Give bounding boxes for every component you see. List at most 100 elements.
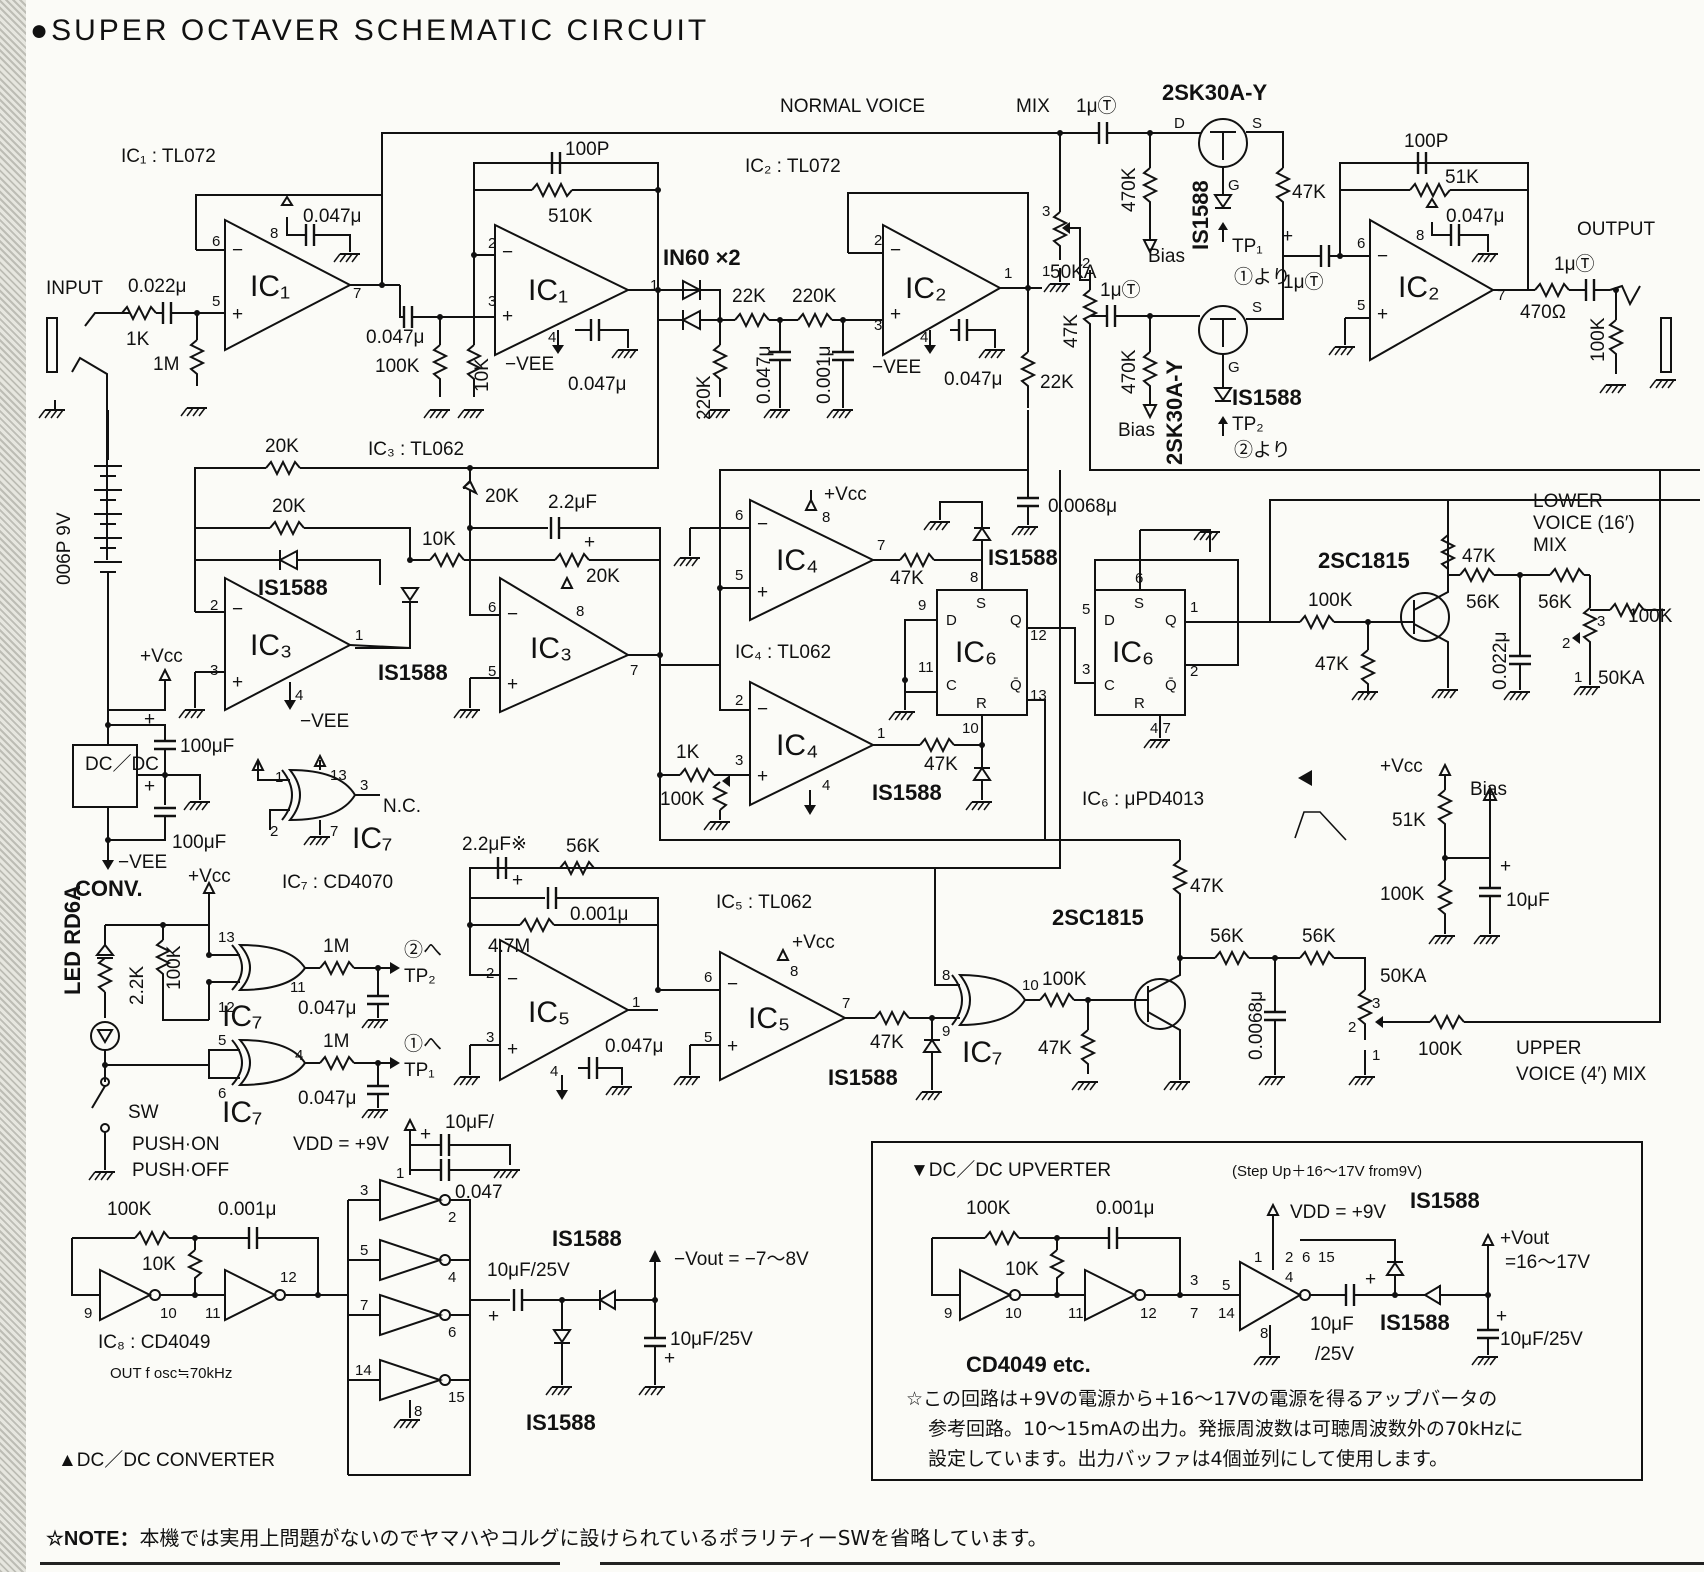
value-label: 20K xyxy=(265,436,299,457)
svg-text:8: 8 xyxy=(270,225,278,242)
svg-text:8: 8 xyxy=(942,967,950,984)
svg-text:7: 7 xyxy=(353,285,361,302)
value-label: −Vout = −7～8V xyxy=(674,1249,809,1270)
ic-block-label: IC₆ xyxy=(1112,636,1154,669)
divider xyxy=(40,1562,560,1565)
value-label: 47K xyxy=(1315,654,1349,675)
switch-off-label[interactable]: PUSH·OFF xyxy=(132,1160,229,1181)
normal-voice-label: NORMAL VOICE xyxy=(780,96,925,117)
value-label: 1μⓉ xyxy=(1554,253,1595,275)
tp2-label: TP₂ xyxy=(404,966,436,987)
svg-text:7: 7 xyxy=(330,823,338,840)
ic-block-label: IC₁ xyxy=(250,270,290,303)
svg-text:12: 12 xyxy=(1140,1305,1157,1322)
conv-label: CONV. xyxy=(75,876,143,901)
svg-text:+: + xyxy=(507,1039,518,1060)
value-label: 0.047μ xyxy=(298,998,357,1019)
svg-text:7: 7 xyxy=(360,1297,368,1314)
svg-text:7: 7 xyxy=(1190,1305,1198,1322)
svg-text:−: − xyxy=(232,240,243,261)
value-label: 100K xyxy=(1042,969,1087,990)
value-label: +Vcc xyxy=(824,484,867,505)
ic5-label: IC₅ : TL062 xyxy=(716,892,812,913)
footnote: ☆NOTE：本機では実用上問題がないのでヤマハやコルグに設けられているポラリティ… xyxy=(46,1522,1048,1551)
svg-text:+: + xyxy=(757,582,768,603)
value-label: 0.0068μ xyxy=(1048,496,1117,517)
value-label: +Vcc xyxy=(140,646,183,667)
value-label: 47K xyxy=(1190,876,1224,897)
value-label: 0.047μ xyxy=(298,1088,357,1109)
svg-text:3: 3 xyxy=(1082,661,1090,678)
svg-text:1: 1 xyxy=(1004,265,1012,282)
svg-text:6: 6 xyxy=(488,599,496,616)
svg-text:1: 1 xyxy=(1254,1249,1262,1266)
value-label: 0.047μ xyxy=(1446,206,1505,227)
waveform-sketch xyxy=(1294,811,1347,841)
svg-text:8: 8 xyxy=(790,963,798,980)
upverter-title: ▼DC／DC UPVERTER xyxy=(910,1159,1111,1181)
ic2-label: IC₂ : TL072 xyxy=(745,156,841,177)
value-label: 0.001μ xyxy=(218,1199,277,1220)
svg-text:2: 2 xyxy=(874,232,882,249)
value-label: 10K xyxy=(142,1254,176,1275)
bias-label: Bias xyxy=(1148,246,1185,267)
diode-label: IS1588 xyxy=(1410,1188,1480,1213)
value-label: 56K xyxy=(1210,926,1244,947)
dcdc-label: DC／DC xyxy=(85,753,159,775)
tp1-to-label: ①へ xyxy=(404,1033,442,1055)
ic1b-opamp: 0.047μ 100K IC₁ −+ 231 4 10K 100P 510K xyxy=(366,139,700,419)
value-label: 470Ω xyxy=(1520,302,1566,323)
svg-text:/25V: /25V xyxy=(1315,1344,1354,1365)
svg-text:2: 2 xyxy=(210,597,218,614)
svg-text:D: D xyxy=(1104,612,1115,629)
svg-text:3: 3 xyxy=(874,317,882,334)
svg-text:+: + xyxy=(890,304,901,325)
svg-text:1: 1 xyxy=(1190,599,1198,616)
footnote-text: 本機では実用上問題がないのでヤマハやコルグに設けられているポラリティーSWを省略… xyxy=(139,1526,1048,1550)
dc-converter-title: ▲DC／DC CONVERTER xyxy=(58,1449,275,1471)
scan-edge xyxy=(0,0,26,1572)
value-label: =16～17V xyxy=(1505,1252,1590,1273)
svg-text:2: 2 xyxy=(270,823,278,840)
svg-text:2: 2 xyxy=(1190,663,1198,680)
value-label: 100K xyxy=(660,789,705,810)
svg-text:13: 13 xyxy=(330,767,347,784)
svg-text:15: 15 xyxy=(448,1389,465,1406)
svg-text:3: 3 xyxy=(360,777,368,794)
svg-text:2: 2 xyxy=(1285,1249,1293,1266)
svg-text:10: 10 xyxy=(1005,1305,1022,1322)
bias-network: +Vcc 51K 100K + 10μF Bias xyxy=(1380,756,1550,945)
svg-text:R: R xyxy=(1134,695,1145,712)
svg-text:−: − xyxy=(757,514,768,535)
svg-text:2: 2 xyxy=(735,692,743,709)
svg-text:4: 4 xyxy=(448,1269,456,1286)
value-label: 0.047μ xyxy=(944,369,1003,390)
svg-text:7: 7 xyxy=(842,995,850,1012)
value-label: 1K xyxy=(676,742,700,763)
svg-text:−: − xyxy=(757,699,768,720)
svg-text:15: 15 xyxy=(1318,1249,1335,1266)
svg-text:10: 10 xyxy=(962,720,979,737)
value-label: 10μF xyxy=(1310,1314,1354,1335)
svg-text:+: + xyxy=(507,674,518,695)
value-label: 22K xyxy=(1040,372,1074,393)
value-label: −VEE xyxy=(505,354,554,375)
value-label: 0.047μ xyxy=(754,346,775,405)
output-label: OUTPUT xyxy=(1577,219,1656,240)
value-label: 100K xyxy=(1308,590,1353,611)
svg-text:1: 1 xyxy=(632,994,640,1011)
svg-text:2: 2 xyxy=(1348,1019,1356,1036)
lower-voice-label: MIX xyxy=(1533,535,1567,556)
value-label: 20K xyxy=(485,486,519,507)
value-label: 56K xyxy=(1538,592,1572,613)
ic-block-label: IC₂ xyxy=(905,272,947,305)
switch-on-label[interactable]: PUSH·ON xyxy=(132,1134,220,1155)
value-label: 100μF xyxy=(172,832,226,853)
led-switch-section: +Vcc LED RD6A 2.2K 100K SW PUS xyxy=(60,866,442,1181)
ic-block-label: IC₇ xyxy=(222,1096,262,1129)
dcdc-converter-section: VDD = +9V + 10μF/ 0.047 1 100K 0.001μ 10… xyxy=(58,1112,809,1476)
svg-text:7: 7 xyxy=(630,662,638,679)
